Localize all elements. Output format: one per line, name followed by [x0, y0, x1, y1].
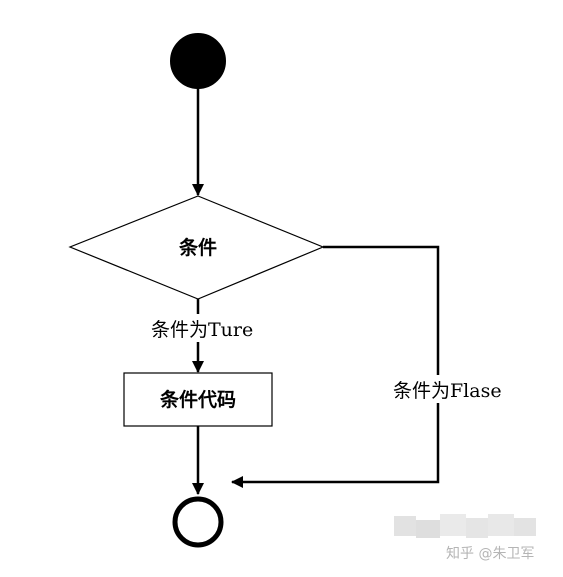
watermark-blur-3	[440, 514, 466, 536]
true-branch-label: 条件为Ture	[151, 319, 253, 341]
decision-label: 条件	[179, 236, 217, 259]
watermark-blur-6	[514, 518, 536, 536]
watermark-blur-2	[416, 520, 440, 538]
watermark-blur-4	[466, 518, 488, 538]
watermark-text: 知乎 @朱卫军	[446, 545, 534, 562]
watermark-blur-1	[394, 516, 416, 536]
watermark: 知乎 @朱卫军	[394, 514, 536, 562]
process-label: 条件代码	[160, 388, 236, 411]
edge-false-branch	[231, 245, 440, 488]
end-node	[172, 496, 224, 548]
watermark-blur-5	[488, 514, 514, 536]
true-label-backdrop	[148, 314, 266, 342]
false-label-backdrop	[390, 375, 512, 403]
false-branch-label: 条件为Flase	[393, 380, 502, 402]
start-node	[170, 33, 226, 89]
